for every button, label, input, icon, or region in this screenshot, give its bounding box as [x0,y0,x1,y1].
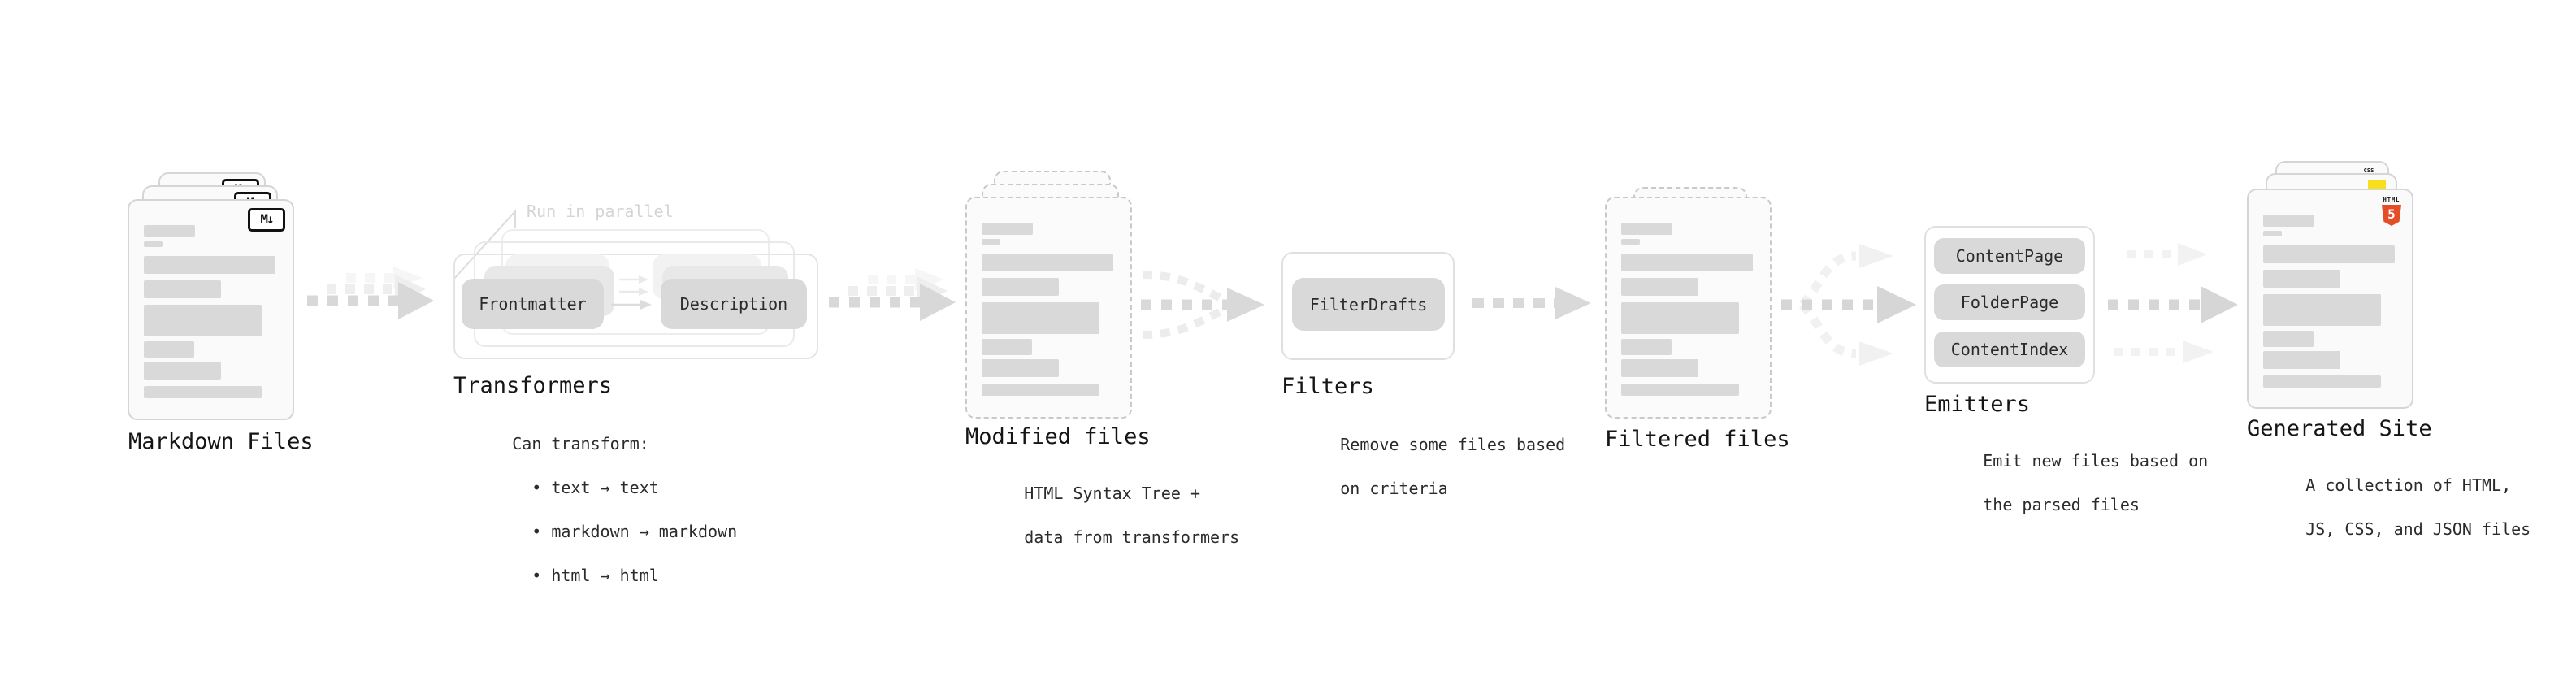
markdown-files-label: Markdown Files [128,429,314,454]
emitters-label: Emitters [1924,392,2031,417]
transformers-bullet: • html → html [531,566,659,585]
markdown-doc-front: M↓ [128,199,294,420]
arrow-branch-top [1798,244,1893,308]
contentpage-pill: ContentPage [1934,238,2085,274]
arrow-top [2127,243,2207,266]
arrow-middle [2108,286,2238,323]
filterdrafts-pill: FilterDrafts [1292,278,1445,331]
transformers-bullet: • text → text [531,478,659,497]
arrow-main [829,284,956,321]
filtered-files-label: Filtered files [1605,427,1790,452]
filters-description: Remove some files based on criteria [1340,435,1566,498]
doc-text-placeholder [982,223,1117,396]
arrow-bottom [2114,340,2214,363]
modified-files-description: HTML Syntax Tree + data from transformer… [1024,484,1240,547]
arrow-branch-middle [1781,286,1916,323]
arrow-emitters-to-generated [2108,243,2238,363]
generated-doc-front: HTML 5 [2247,189,2413,409]
arrow-main [307,282,434,319]
markdown-icon: M↓ [248,208,285,232]
contentindex-pill: ContentIndex [1934,332,2085,367]
modified-files-label: Modified files [965,424,1151,449]
filtered-doc-front [1605,197,1772,419]
description-pill: Description [661,279,807,329]
transformers-desc-title: Can transform: [512,434,649,453]
transformers-bullet: • markdown → markdown [531,522,738,541]
doc-text-placeholder [2263,215,2399,388]
emitters-description: Emit new files based on the parsed files [1983,451,2209,514]
generated-site-description: A collection of HTML, JS, CSS, and JSON … [2305,475,2531,539]
doc-text-placeholder [1621,223,1757,396]
frontmatter-pill: Frontmatter [462,279,604,329]
arrow-modified-to-filters [1141,271,1264,339]
frontmatter-to-description-arrows [611,275,652,310]
folderpage-pill: FolderPage [1934,284,2085,320]
html5-icon: HTML 5 [2381,197,2402,226]
transformers-description: Can transform: • text → text • markdown … [453,411,737,609]
generated-site-label: Generated Site [2247,416,2432,441]
js-icon [2368,180,2386,189]
transformers-label: Transformers [453,373,613,398]
arrow-filtered-to-emitters [1781,244,1916,366]
arrow-markdown-to-transformers [307,267,434,319]
transformer-container-front [453,254,818,359]
arrow-transformers-to-modified [829,268,956,321]
modified-doc-front [965,197,1132,419]
run-in-parallel-annotation: Run in parallel [527,202,674,221]
filters-label: Filters [1281,374,1374,399]
arrow-branch-bottom [1798,301,1893,366]
arrow-filters-to-filtered [1472,287,1591,319]
doc-text-placeholder [144,225,280,398]
